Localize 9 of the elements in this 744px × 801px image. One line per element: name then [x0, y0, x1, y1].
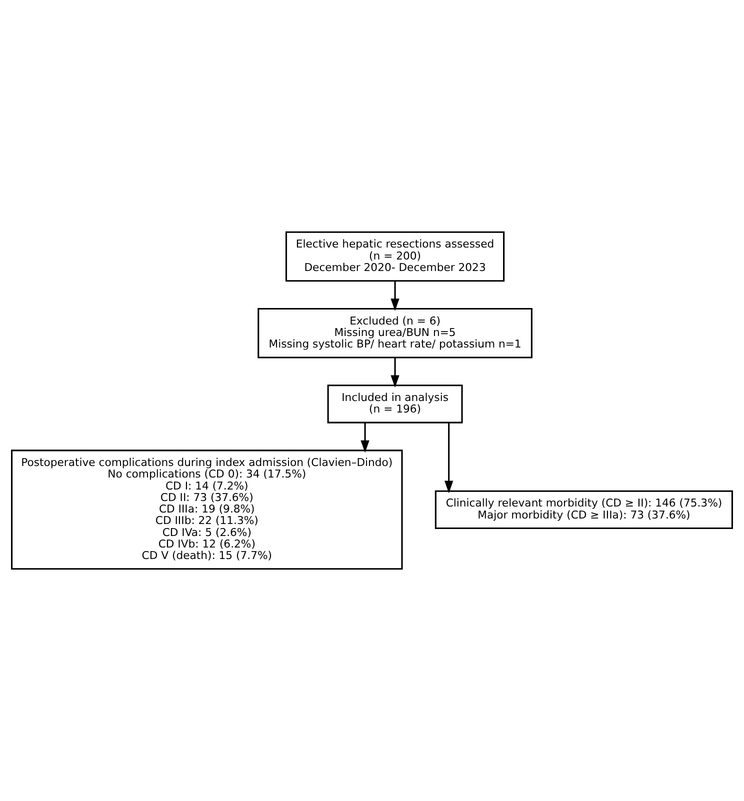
arrow — [444, 422, 454, 494]
arrow — [360, 422, 370, 453]
node-box: Excluded (n = 6) Missing urea/BUN n=5 Missing systolic BP/ heart rate/ potassium n=1 — [258, 308, 532, 358]
node-box: Postoperative complications during index admission (Clavien–Dindo) No complications (CD 0): 34 (17.5%) CD I: 14 (7.2%) CD II: 73 (37.6%) CD IIIa: 19 (9.8%) CD IIIb: 22 (11.3%) CD IVa: 5 (2.6%) CD IVb: 12 (6.2%) CD V (death): 15 (7.7%) — [11, 450, 403, 570]
arrow — [390, 358, 400, 388]
node-box: Clinically relevant morbidity (CD ≥ II): 146 (75.3%) Major morbidity (CD ≥ IIIa): 73 (37.6%) — [434, 490, 733, 530]
arrow — [390, 280, 400, 311]
node-box: Elective hepatic resections assessed (n = 200) December 2020- December 2023 — [285, 231, 505, 282]
node-box: Included in analysis (n = 196) — [327, 384, 463, 424]
